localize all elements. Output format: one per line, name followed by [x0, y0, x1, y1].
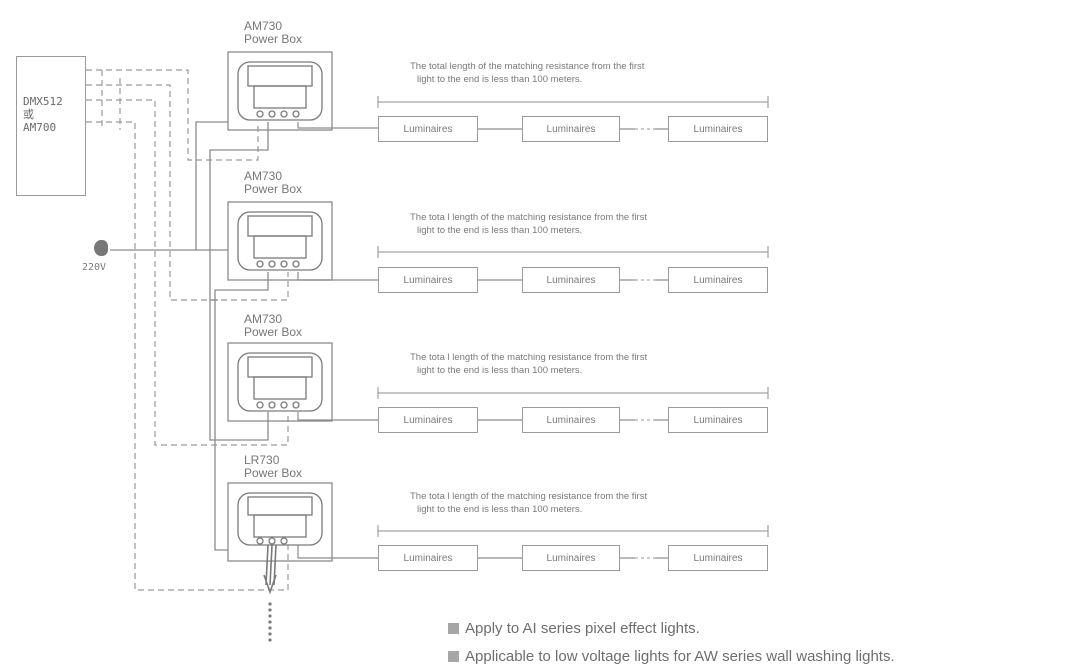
- row-note-4: The tota l length of the matching resist…: [410, 490, 647, 516]
- note-line: light to the end is less than 100 meters…: [417, 365, 583, 376]
- power-box-name: Power Box: [244, 32, 303, 46]
- note-line: The tota l length of the matching resist…: [410, 212, 648, 223]
- power-box-title-1: AM730 Power Box: [244, 20, 302, 46]
- power-box-name: Power Box: [244, 182, 303, 196]
- power-box-name: Power Box: [244, 466, 303, 480]
- note-line: The total length of the matching resista…: [410, 61, 645, 72]
- row-note-2: The tota l length of the matching resist…: [410, 211, 647, 237]
- power-box-graphics: [227, 51, 333, 562]
- luminaire-box: Luminaires: [378, 407, 478, 433]
- note-line: light to the end is less than 100 meters…: [417, 225, 583, 236]
- note-line: The tota l length of the matching resist…: [410, 352, 648, 363]
- luminaire-box: Luminaires: [522, 267, 620, 293]
- power-box-title-4: LR730 Power Box: [244, 454, 302, 480]
- luminaire-box: Luminaires: [668, 116, 768, 142]
- luminaire-box: Luminaires: [378, 545, 478, 571]
- row-note-3: The tota l length of the matching resist…: [410, 351, 647, 377]
- row-note-1: The total length of the matching resista…: [410, 60, 644, 86]
- power-box-model: LR730: [244, 453, 280, 467]
- power-box-name: Power Box: [244, 325, 303, 339]
- bullet-text: Apply to AI series pixel effect lights.: [465, 620, 700, 637]
- power-lines: [110, 121, 269, 551]
- signal-lines: [86, 69, 289, 591]
- square-bullet-icon: [448, 623, 459, 634]
- power-box-title-2: AM730 Power Box: [244, 170, 302, 196]
- square-bullet-icon: [448, 651, 459, 662]
- controller-box: DMX512 或 AM700: [16, 56, 86, 196]
- luminaire-box: Luminaires: [668, 267, 768, 293]
- controller-line-3: AM700: [23, 121, 57, 134]
- note-line: The tota l length of the matching resist…: [410, 491, 648, 502]
- dimension-lines: [377, 96, 769, 537]
- bullet-item-2: Applicable to low voltage lights for AW …: [448, 648, 895, 665]
- bullet-text: Applicable to low voltage lights for AW …: [465, 648, 895, 665]
- output-cables: [263, 544, 277, 595]
- continuation-dots: [268, 602, 272, 642]
- power-box-model: AM730: [244, 169, 283, 183]
- controller-line-2: 或: [23, 108, 34, 121]
- row-connectors: [297, 122, 668, 559]
- power-box-model: AM730: [244, 312, 283, 326]
- note-line: light to the end is less than 100 meters…: [417, 74, 583, 85]
- power-box-model: AM730: [244, 19, 283, 33]
- luminaire-box: Luminaires: [378, 116, 478, 142]
- note-line: light to the end is less than 100 meters…: [417, 504, 583, 515]
- luminaire-box: Luminaires: [668, 545, 768, 571]
- power-source-label: 220V: [82, 262, 107, 273]
- power-plug-icon: [94, 240, 108, 256]
- bullet-item-1: Apply to AI series pixel effect lights.: [448, 620, 700, 637]
- luminaire-box: Luminaires: [522, 407, 620, 433]
- luminaire-box: Luminaires: [522, 545, 620, 571]
- luminaire-box: Luminaires: [522, 116, 620, 142]
- power-box-title-3: AM730 Power Box: [244, 313, 302, 339]
- luminaire-box: Luminaires: [668, 407, 768, 433]
- controller-line-1: DMX512: [23, 95, 63, 108]
- luminaire-box: Luminaires: [378, 267, 478, 293]
